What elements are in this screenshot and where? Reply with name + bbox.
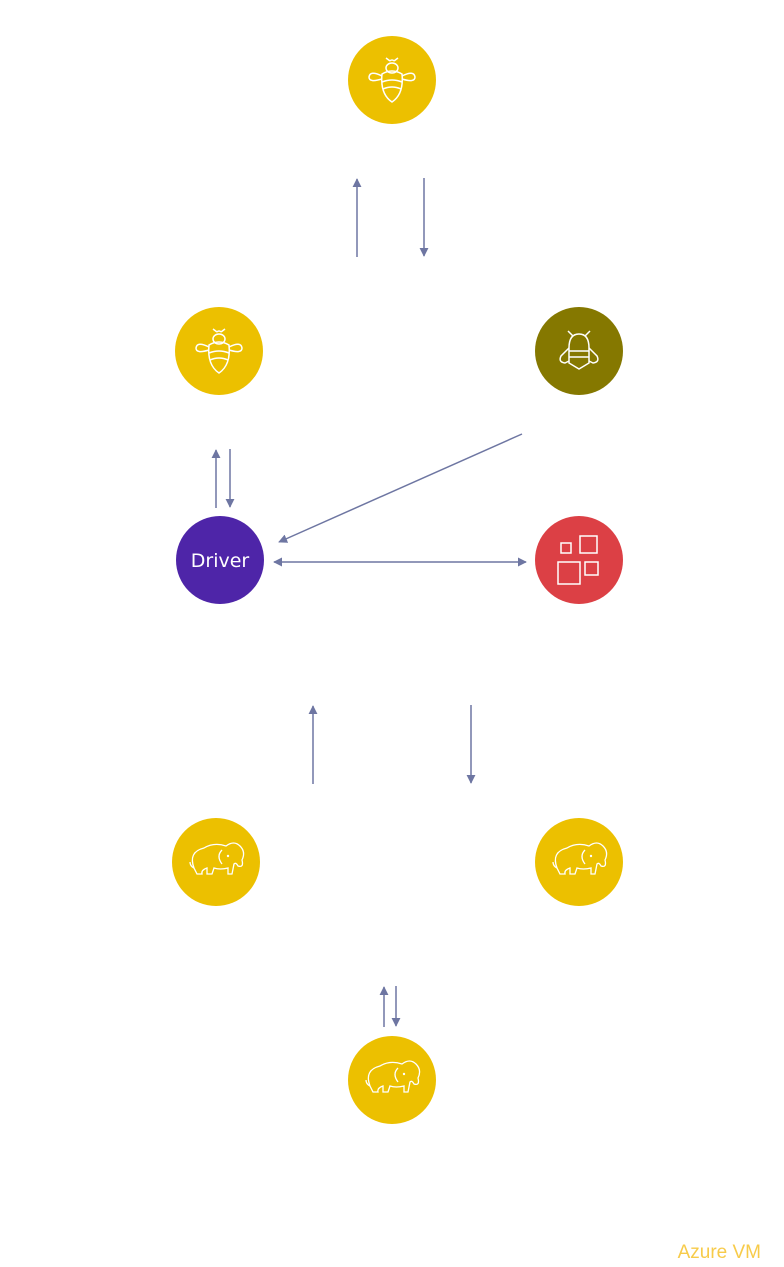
node-blocks[interactable] bbox=[535, 516, 623, 604]
blocks-icon bbox=[557, 535, 599, 585]
node-hadoop-right[interactable] bbox=[535, 818, 623, 906]
connectors bbox=[211, 178, 527, 1027]
node-driver[interactable]: Driver bbox=[176, 516, 264, 604]
node-hive-right[interactable] bbox=[535, 307, 623, 395]
node-hadoop-left[interactable] bbox=[172, 818, 260, 906]
driver-label: Driver bbox=[191, 550, 250, 572]
node-hive-left[interactable] bbox=[175, 307, 263, 395]
arrow-diagonal bbox=[278, 433, 523, 543]
azure-vm-label: Azure VM bbox=[677, 1242, 761, 1263]
node-hive-top[interactable] bbox=[348, 36, 436, 124]
node-hadoop-bottom[interactable] bbox=[348, 1036, 436, 1124]
